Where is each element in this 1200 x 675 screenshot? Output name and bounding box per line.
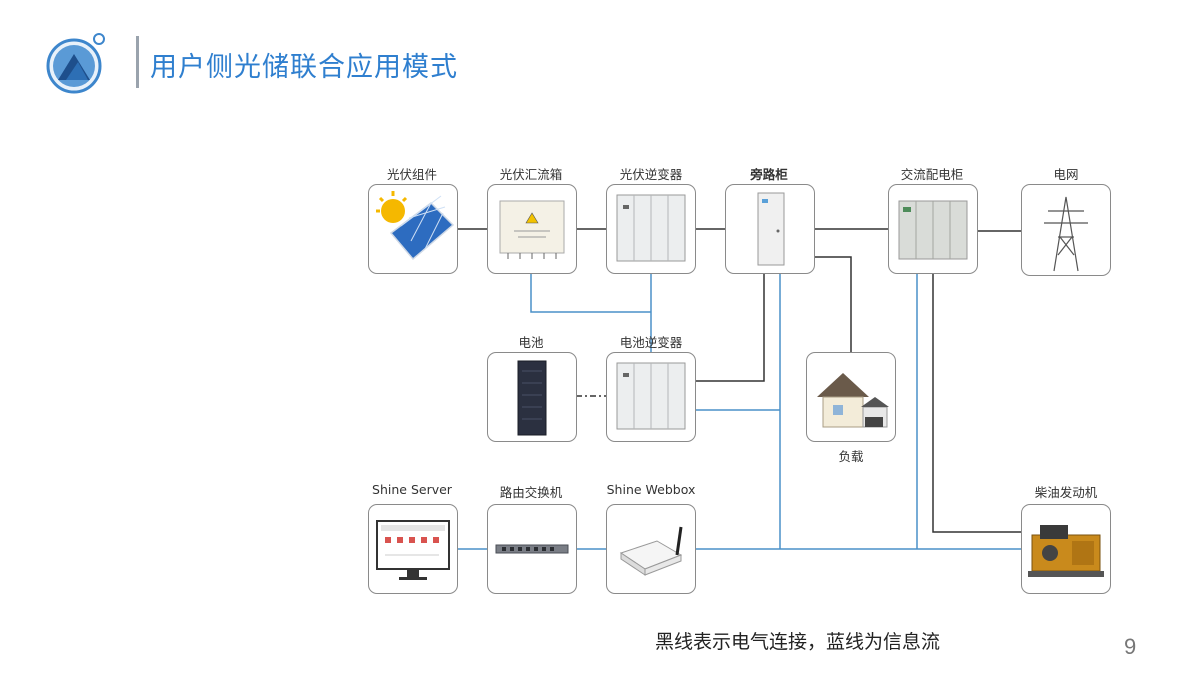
webbox-device-icon	[619, 526, 683, 576]
label-combiner-box: 光伏汇流箱	[499, 167, 563, 182]
wire-bypass-to-load	[814, 256, 852, 352]
label-diesel-generator: 柴油发动机	[1034, 485, 1098, 500]
battery-node	[487, 352, 577, 442]
label-bypass-cabinet: 旁路柜	[750, 167, 788, 182]
load-node	[806, 352, 896, 442]
router-node	[487, 504, 577, 594]
title-divider	[136, 36, 139, 88]
solar-panel-icon	[376, 191, 455, 261]
label-router: 路由交换机	[499, 485, 563, 500]
monitor-icon	[376, 520, 450, 580]
distribution-cabinet-icon	[898, 200, 968, 260]
wire-ac-to-diesel	[932, 274, 1021, 533]
legend-caption: 黑线表示电气连接，蓝线为信息流	[655, 631, 941, 653]
label-pv-inverter: 光伏逆变器	[619, 167, 683, 182]
diesel-generator-node	[1021, 504, 1111, 594]
grid-node	[1021, 184, 1111, 276]
battery-inverter-node	[606, 352, 696, 442]
inverter-cabinet-icon	[616, 194, 686, 262]
wire-bypass-to-battery-inverter	[695, 274, 765, 382]
bypass-cabinet-icon	[757, 192, 785, 266]
combiner-box-icon	[499, 200, 565, 259]
combiner-box-node	[487, 184, 577, 274]
label-load: 负载	[838, 449, 864, 464]
transmission-tower-icon	[1044, 196, 1088, 272]
label-pv-module: 光伏组件	[386, 167, 438, 182]
label-ac-distribution: 交流配电柜	[900, 167, 964, 182]
shine-server-node	[368, 504, 458, 594]
label-shine-webbox: Shine Webbox	[606, 482, 696, 497]
label-shine-server: Shine Server	[372, 482, 452, 497]
ac-distribution-node	[888, 184, 978, 274]
diesel-generator-icon	[1028, 525, 1104, 577]
page-number: 9	[1124, 634, 1137, 659]
company-logo-icon	[46, 33, 105, 94]
house-icon	[817, 373, 889, 428]
electric-connections	[457, 228, 1021, 533]
network-switch-icon	[495, 544, 569, 554]
inverter-cabinet-icon	[616, 362, 686, 430]
page-title: 用户侧光储联合应用模式	[150, 52, 458, 83]
pv-inverter-node	[606, 184, 696, 274]
bypass-cabinet-node	[725, 184, 815, 274]
label-battery-inverter: 电池逆变器	[619, 335, 683, 350]
pv-module-node	[368, 184, 458, 274]
battery-rack-icon	[517, 360, 547, 436]
label-battery: 电池	[518, 335, 544, 350]
info-combiner-to-inverter	[530, 274, 651, 313]
label-grid: 电网	[1053, 167, 1079, 182]
shine-webbox-node	[606, 504, 696, 594]
info-connections	[457, 274, 1021, 550]
